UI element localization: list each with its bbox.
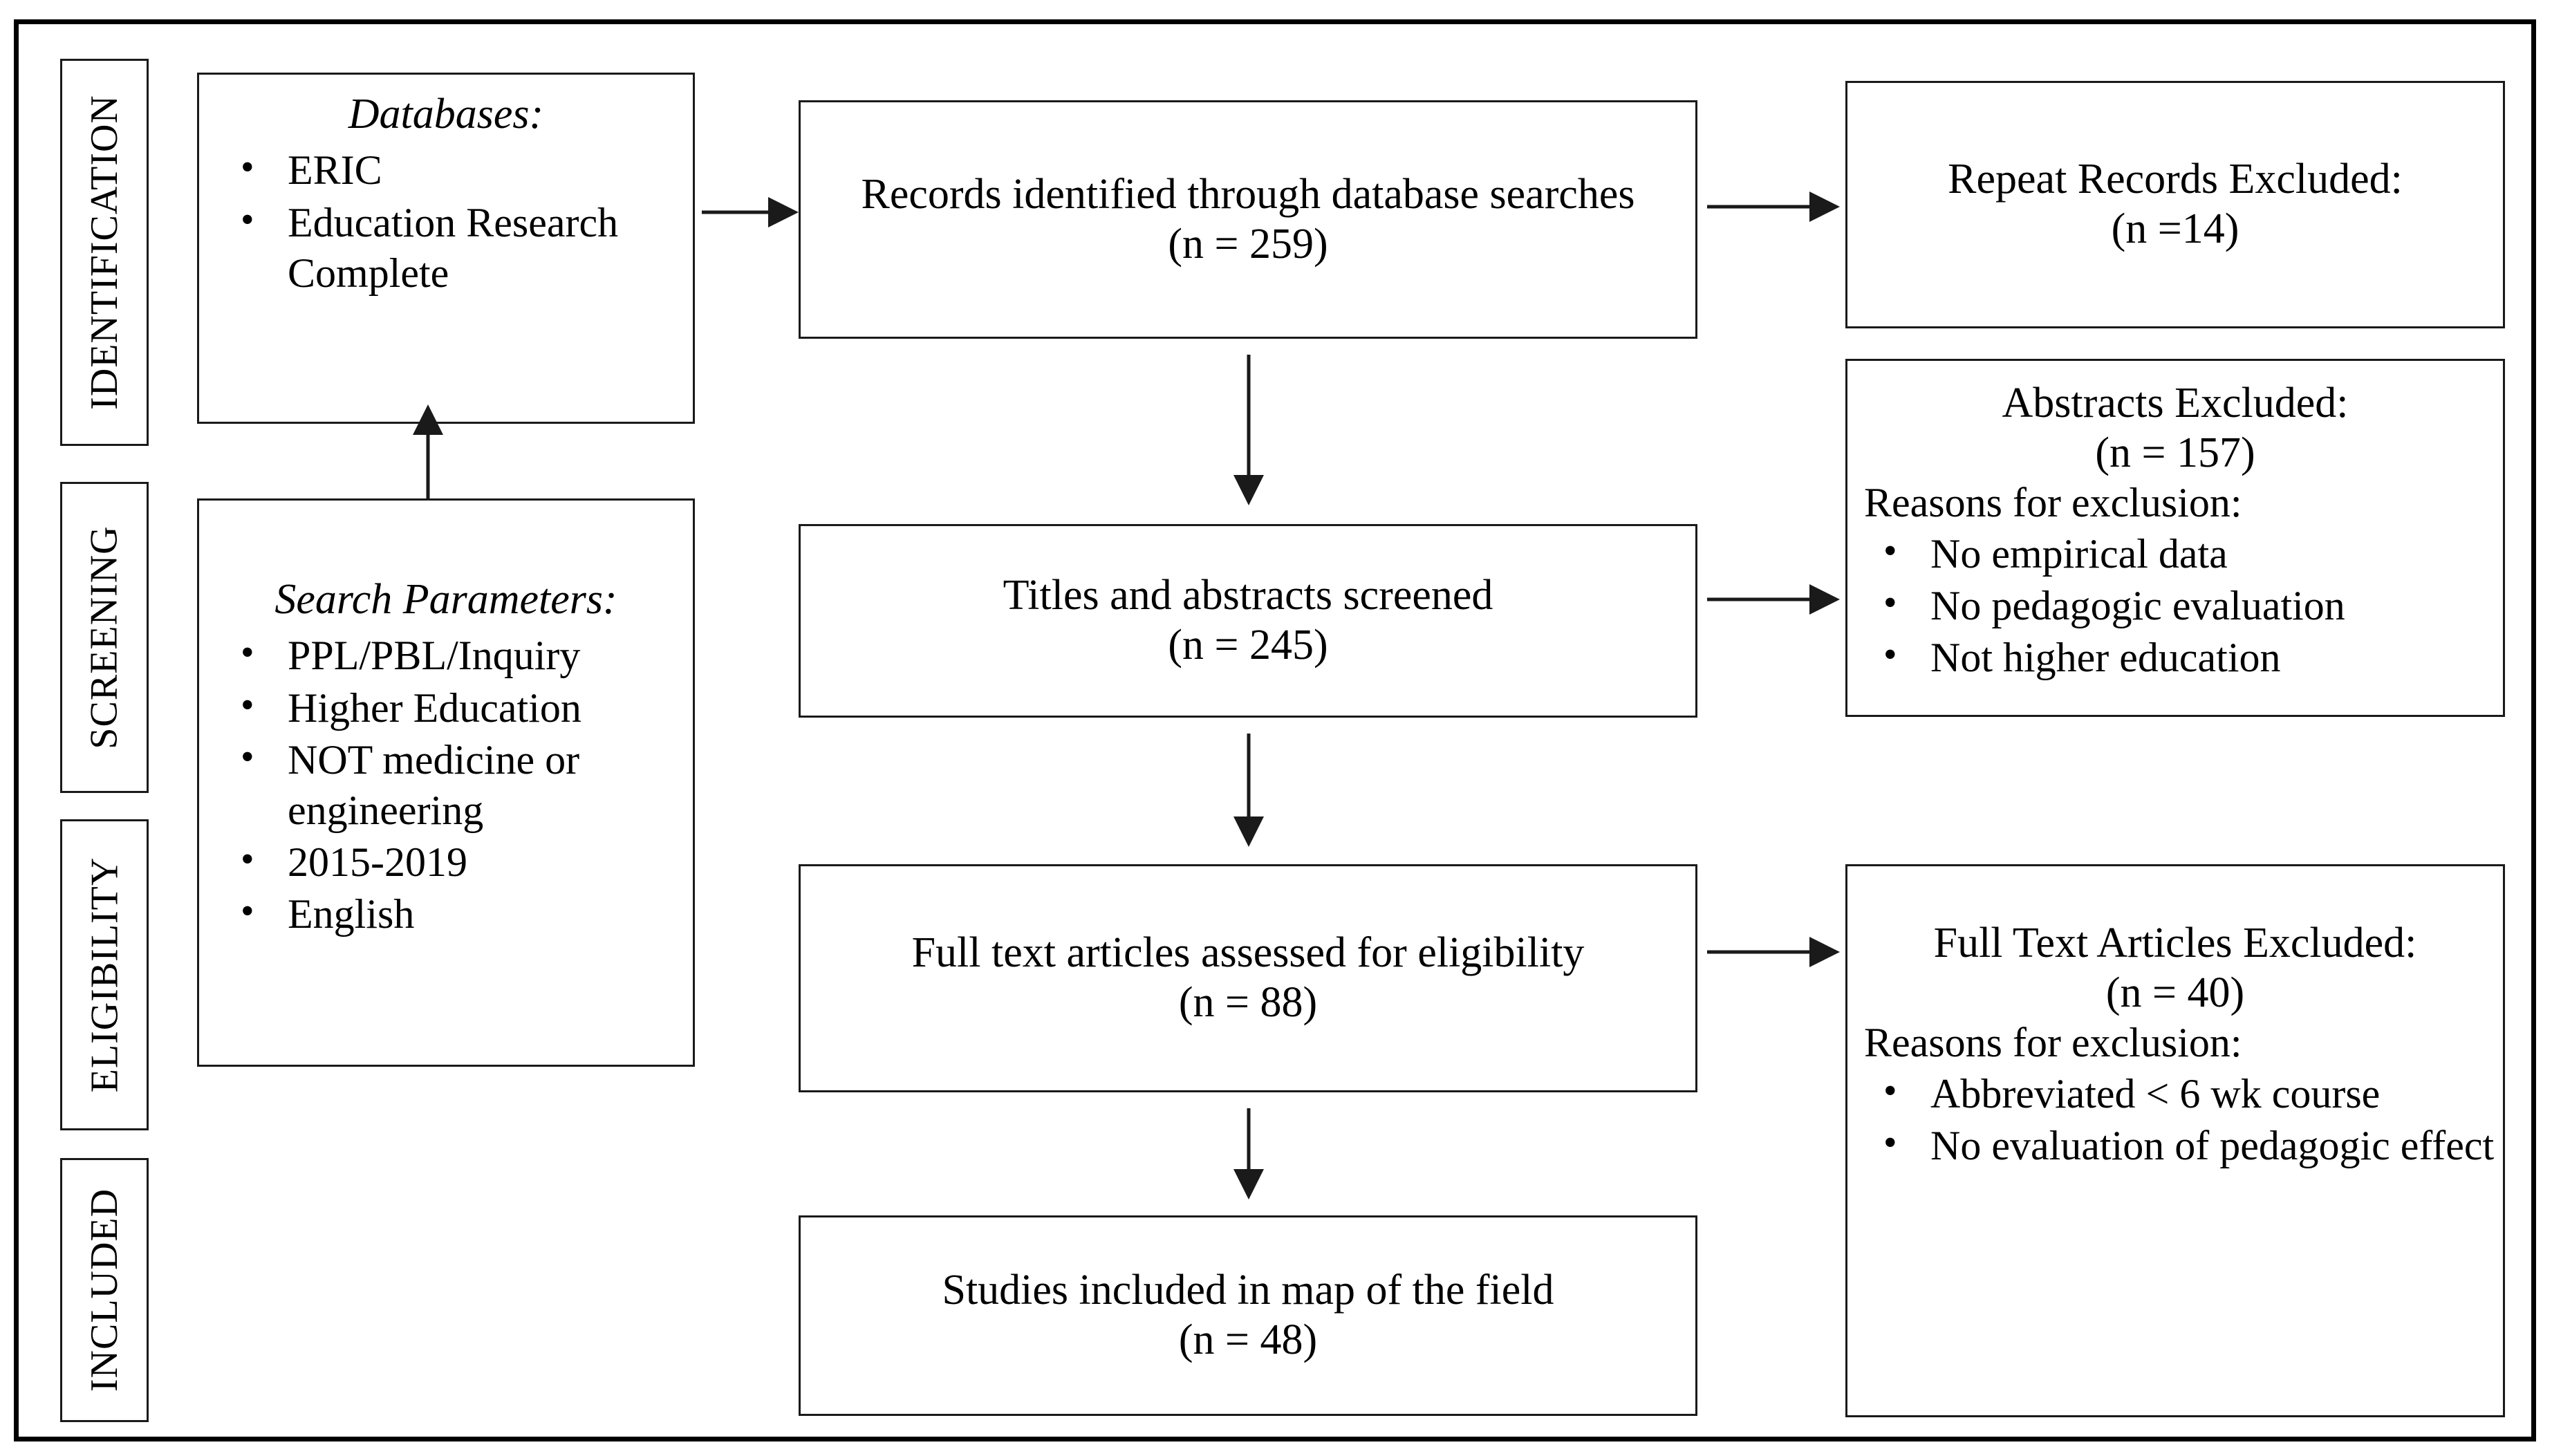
databases-box: Databases: ERIC Education Research Compl… bbox=[197, 73, 695, 424]
arrow-records-to-titles bbox=[1228, 355, 1269, 505]
abstracts-excluded-reasons-heading: Reasons for exclusion: bbox=[1864, 479, 2242, 525]
abstracts-excluded-box: Abstracts Excluded: (n = 157) Reasons fo… bbox=[1845, 359, 2505, 717]
arrow-head bbox=[1809, 937, 1840, 967]
arrow-full-text-to-full-text-excluded bbox=[1707, 935, 1840, 969]
list-item: No empirical data bbox=[1847, 528, 2503, 579]
databases-heading: Databases: bbox=[348, 91, 544, 138]
records-identified-title: Records identified through database sear… bbox=[861, 170, 1635, 218]
repeat-records-excluded-title: Repeat Records Excluded: bbox=[1948, 156, 2403, 203]
databases-list: ERIC Education Research Complete bbox=[199, 144, 693, 300]
arrow-search-parameters-to-databases bbox=[407, 404, 449, 498]
list-item: No pedagogic evaluation bbox=[1847, 579, 2503, 631]
arrow-titles-to-abstracts-excluded bbox=[1707, 583, 1840, 616]
prisma-diagram-frame: IDENTIFICATION SCREENING ELIGIBILITY INC… bbox=[14, 19, 2536, 1441]
titles-abstracts-screened-count: (n = 245) bbox=[1168, 622, 1328, 669]
full-text-excluded-title: Full Text Articles Excluded: bbox=[1933, 920, 2417, 967]
search-parameters-heading: Search Parameters: bbox=[274, 576, 617, 623]
arrow-shaft bbox=[1707, 950, 1812, 954]
arrow-head bbox=[1809, 192, 1840, 222]
arrow-shaft bbox=[1247, 734, 1251, 821]
studies-included-title: Studies included in map of the field bbox=[942, 1267, 1554, 1314]
titles-abstracts-screened-title: Titles and abstracts screened bbox=[1003, 572, 1493, 619]
full-text-assessed-box: Full text articles assessed for eligibil… bbox=[799, 864, 1697, 1092]
arrow-shaft bbox=[1247, 1108, 1251, 1173]
arrow-titles-to-full-text bbox=[1228, 734, 1269, 847]
arrow-head bbox=[1233, 816, 1264, 847]
repeat-records-excluded-count: (n =14) bbox=[2111, 205, 2239, 252]
stage-label-screening: SCREENING bbox=[60, 482, 149, 793]
list-item: NOT medicine or engineering bbox=[199, 734, 693, 836]
arrow-shaft bbox=[1707, 597, 1812, 601]
stage-label-identification-text: IDENTIFICATION bbox=[83, 95, 126, 410]
stage-label-included: INCLUDED bbox=[60, 1158, 149, 1422]
studies-included-box: Studies included in map of the field (n … bbox=[799, 1215, 1697, 1416]
abstracts-excluded-title: Abstracts Excluded: bbox=[2002, 380, 2349, 427]
records-identified-box: Records identified through database sear… bbox=[799, 100, 1697, 339]
arrow-head bbox=[1233, 475, 1264, 505]
abstracts-excluded-count: (n = 157) bbox=[2095, 429, 2255, 476]
arrow-full-text-to-studies-included bbox=[1228, 1108, 1269, 1200]
arrow-databases-to-records-identified bbox=[702, 196, 799, 229]
list-item: Education Research Complete bbox=[199, 196, 693, 299]
stage-label-eligibility-text: ELIGIBILITY bbox=[83, 857, 126, 1093]
arrow-records-to-repeat-excluded bbox=[1707, 190, 1840, 223]
full-text-excluded-reasons-list: Abbreviated < 6 wk course No evaluation … bbox=[1847, 1067, 2503, 1173]
list-item: PPL/PBL/Inquiry bbox=[199, 629, 693, 681]
stage-label-eligibility: ELIGIBILITY bbox=[60, 819, 149, 1130]
titles-abstracts-screened-box: Titles and abstracts screened (n = 245) bbox=[799, 524, 1697, 718]
search-parameters-box: Search Parameters: PPL/PBL/Inquiry Highe… bbox=[197, 498, 695, 1067]
studies-included-count: (n = 48) bbox=[1178, 1316, 1318, 1363]
records-identified-count: (n = 259) bbox=[1168, 220, 1328, 268]
search-parameters-list: PPL/PBL/Inquiry Higher Education NOT med… bbox=[199, 629, 693, 941]
arrow-shaft bbox=[1707, 205, 1812, 209]
full-text-excluded-box: Full Text Articles Excluded: (n = 40) Re… bbox=[1845, 864, 2505, 1417]
stage-label-identification: IDENTIFICATION bbox=[60, 59, 149, 446]
list-item: 2015-2019 bbox=[199, 836, 693, 888]
list-item: Abbreviated < 6 wk course bbox=[1847, 1067, 2503, 1119]
list-item: No evaluation of pedagogic effect bbox=[1847, 1119, 2503, 1171]
full-text-assessed-count: (n = 88) bbox=[1178, 979, 1318, 1026]
full-text-excluded-reasons-heading: Reasons for exclusion: bbox=[1864, 1019, 2242, 1065]
list-item: English bbox=[199, 888, 693, 940]
arrow-shaft bbox=[702, 210, 771, 214]
stage-label-screening-text: SCREENING bbox=[83, 525, 127, 749]
arrow-shaft bbox=[426, 425, 430, 498]
abstracts-excluded-reasons-list: No empirical data No pedagogic evaluatio… bbox=[1847, 528, 2503, 685]
list-item: Not higher education bbox=[1847, 631, 2503, 683]
arrow-head bbox=[768, 197, 799, 227]
full-text-assessed-title: Full text articles assessed for eligibil… bbox=[911, 929, 1585, 977]
list-item: ERIC bbox=[199, 144, 693, 196]
arrow-head bbox=[413, 404, 443, 435]
repeat-records-excluded-box: Repeat Records Excluded: (n =14) bbox=[1845, 81, 2505, 328]
full-text-excluded-count: (n = 40) bbox=[2105, 969, 2245, 1016]
arrow-shaft bbox=[1247, 355, 1251, 479]
arrow-head bbox=[1233, 1169, 1264, 1200]
stage-label-included-text: INCLUDED bbox=[83, 1188, 126, 1392]
arrow-head bbox=[1809, 584, 1840, 615]
list-item: Higher Education bbox=[199, 682, 693, 734]
